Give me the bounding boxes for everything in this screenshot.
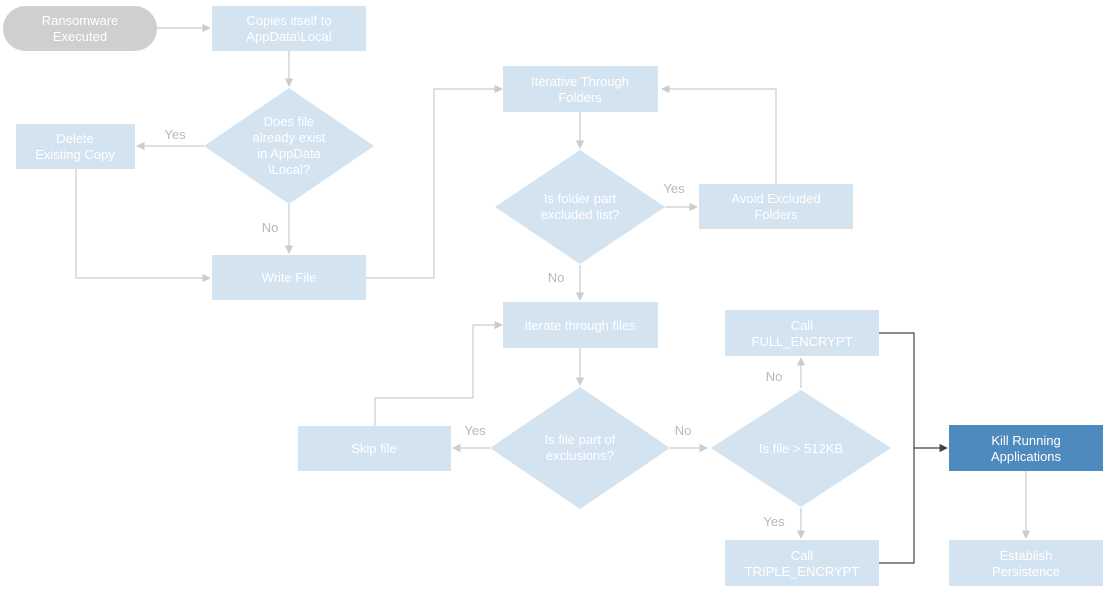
node-call-full-encrypt[interactable]: Call FULL_ENCRYPT: [725, 310, 879, 356]
node-is-file-exclusion[interactable]: Is file part of exclusions?: [490, 387, 670, 509]
node-does-file-exist-line-2: already exist: [253, 130, 326, 145]
edge-label-exist-no: No: [262, 220, 279, 235]
edge-full-to-kill: [879, 332, 915, 448]
node-is-file-512kb[interactable]: Is file > 512KB: [711, 390, 891, 507]
node-establish-persistence-line-1: Establish: [1000, 548, 1053, 563]
edge-write-to-folders: [366, 84, 503, 279]
node-skip-file[interactable]: Skip file: [298, 426, 451, 471]
node-is-folder-excluded-line-2: excluded list?: [541, 207, 620, 222]
node-kill-running-applications[interactable]: Kill Running Applications: [949, 425, 1103, 471]
node-iterative-through-folders[interactable]: Iterative Through Folders: [503, 66, 658, 112]
edge-label-folder-yes: Yes: [663, 181, 685, 196]
edge-triple-to-kill: [879, 448, 915, 564]
node-is-file-512kb-line-1: Is file > 512KB: [759, 441, 843, 456]
node-call-full-encrypt-line-1: Call: [791, 318, 814, 333]
node-call-triple-encrypt[interactable]: Call TRIPLE_ENCRYPT: [725, 540, 879, 586]
edge-label-size-yes: Yes: [763, 514, 785, 529]
node-write-file-line-1: Write File: [262, 270, 317, 285]
node-copies-itself[interactable]: Copies itself to AppData\Local: [212, 6, 366, 51]
node-does-file-exist-line-4: \Local?: [268, 162, 310, 177]
node-ransomware-executed-line-1: Ransomware: [42, 13, 119, 28]
node-kill-running-applications-line-1: Kill Running: [991, 433, 1060, 448]
node-delete-existing-copy[interactable]: Delete Existing Copy: [16, 124, 135, 169]
node-avoid-excluded-folders-line-2: Folders: [754, 207, 798, 222]
node-call-full-encrypt-line-2: FULL_ENCRYPT: [752, 334, 853, 349]
node-is-file-exclusion-line-2: exclusions?: [546, 448, 614, 463]
node-establish-persistence-line-2: Persistence: [992, 564, 1060, 579]
node-iterate-through-files[interactable]: Iterate through files: [503, 302, 658, 348]
edge-label-size-no: No: [766, 369, 783, 384]
edge-label-file-excl-yes: Yes: [464, 423, 486, 438]
node-avoid-excluded-folders[interactable]: Avoid Excluded Folders: [699, 184, 853, 229]
node-ransomware-executed-line-2: Executed: [53, 29, 107, 44]
node-does-file-exist-line-3: in AppData: [257, 146, 321, 161]
node-avoid-excluded-folders-line-1: Avoid Excluded: [731, 191, 820, 206]
node-delete-existing-copy-line-2: Existing Copy: [35, 147, 115, 162]
node-does-file-exist[interactable]: Does file already exist in AppData \Loca…: [204, 88, 374, 204]
node-ransomware-executed[interactable]: Ransomware Executed: [3, 6, 157, 51]
node-iterative-through-folders-line-2: Folders: [558, 90, 602, 105]
edge-skip-to-files: [374, 320, 503, 426]
edge-label-file-excl-no: No: [675, 423, 692, 438]
node-write-file[interactable]: Write File: [212, 255, 366, 300]
node-is-folder-excluded[interactable]: Is folder part excluded list?: [495, 150, 665, 264]
node-skip-file-line-1: Skip file: [351, 441, 397, 456]
node-iterative-through-folders-line-1: Iterative Through: [531, 74, 629, 89]
node-is-folder-excluded-line-1: Is folder part: [544, 191, 617, 206]
node-establish-persistence[interactable]: Establish Persistence: [949, 540, 1103, 586]
edge-delete-to-write: [75, 169, 211, 283]
node-does-file-exist-line-1: Does file: [264, 114, 315, 129]
node-iterate-through-files-line-1: Iterate through files: [524, 318, 636, 333]
node-copies-itself-line-2: AppData\Local: [246, 29, 331, 44]
node-kill-running-applications-line-2: Applications: [991, 449, 1062, 464]
edge-avoid-to-folders: [661, 84, 777, 184]
node-call-triple-encrypt-line-2: TRIPLE_ENCRYPT: [745, 564, 860, 579]
edge-label-exist-yes: Yes: [164, 127, 186, 142]
node-copies-itself-line-1: Copies itself to: [246, 13, 331, 28]
edge-label-folder-no: No: [548, 270, 565, 285]
node-is-file-exclusion-line-1: Is file part of: [545, 432, 616, 447]
node-delete-existing-copy-line-1: Delete: [56, 131, 94, 146]
node-call-triple-encrypt-line-1: Call: [791, 548, 814, 563]
